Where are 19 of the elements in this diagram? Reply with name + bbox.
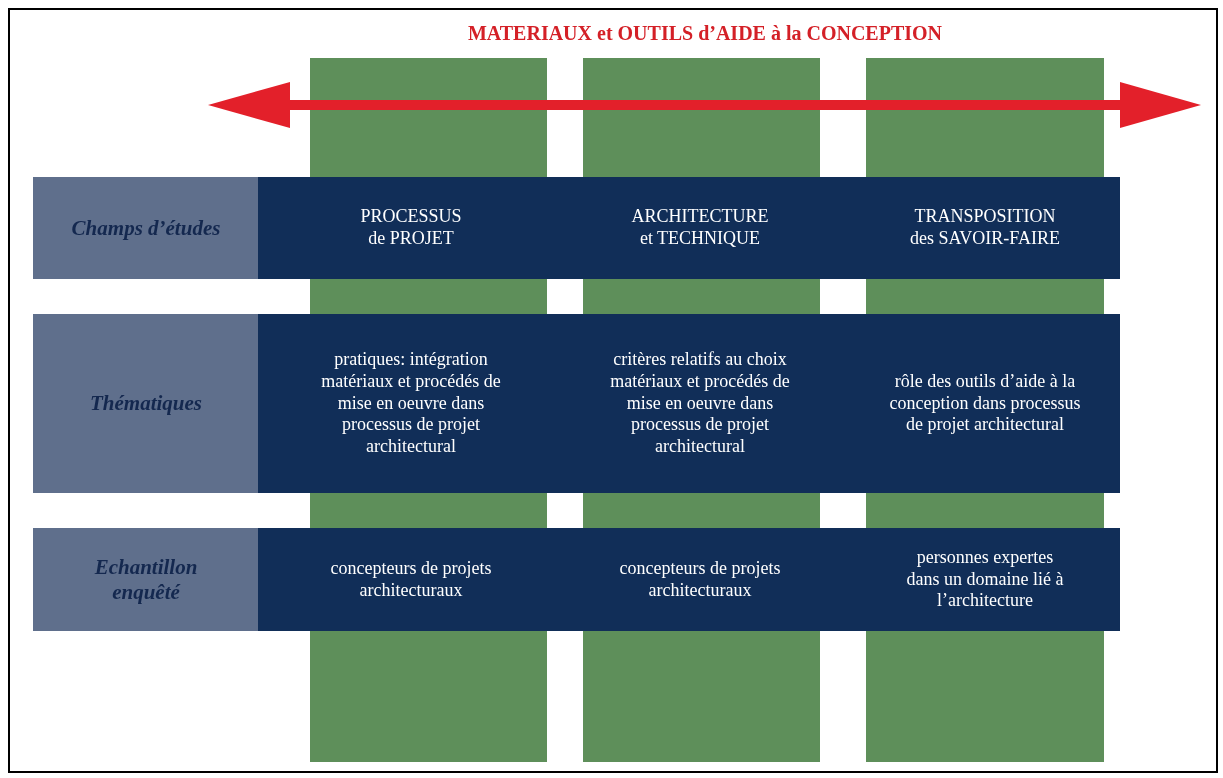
cell-text: pratiques: intégration matériaux et procédés de mise en oeuvre dans processus de projet architectural <box>320 348 502 459</box>
row-band <box>258 177 1120 279</box>
cell-text: critères relatifs au choix matériaux et procédés de mise en oeuvre dans processus de projet architectural <box>609 348 791 459</box>
row-header-box <box>33 177 259 279</box>
row-header-box <box>33 314 259 493</box>
cell-text: PROCESSUS de PROJET <box>359 206 463 250</box>
cell-text: ARCHITECTURE et TECHNIQUE <box>630 206 770 250</box>
cell-text: TRANSPOSITION des SAVOIR-FAIRE <box>909 206 1061 250</box>
row-header-box <box>33 528 259 631</box>
row-title: Echantillon enquêté <box>93 554 199 605</box>
row-band <box>258 314 1120 493</box>
row-title: Thématiques <box>89 391 203 416</box>
cell-text: concepteurs de projets architecturaux <box>329 557 493 602</box>
row-band <box>258 528 1120 631</box>
cell-text: personnes expertes dans un domaine lié à l’architecture <box>905 546 1065 613</box>
cell-text: rôle des outils d’aide à la conception dans processus de projet architectural <box>888 370 1082 437</box>
row-title: Champs d’études <box>71 215 221 241</box>
cell-text: concepteurs de projets architecturaux <box>618 557 782 602</box>
diagram-title: MATERIAUX et OUTILS d’AIDE à la CONCEPTION <box>466 22 944 45</box>
